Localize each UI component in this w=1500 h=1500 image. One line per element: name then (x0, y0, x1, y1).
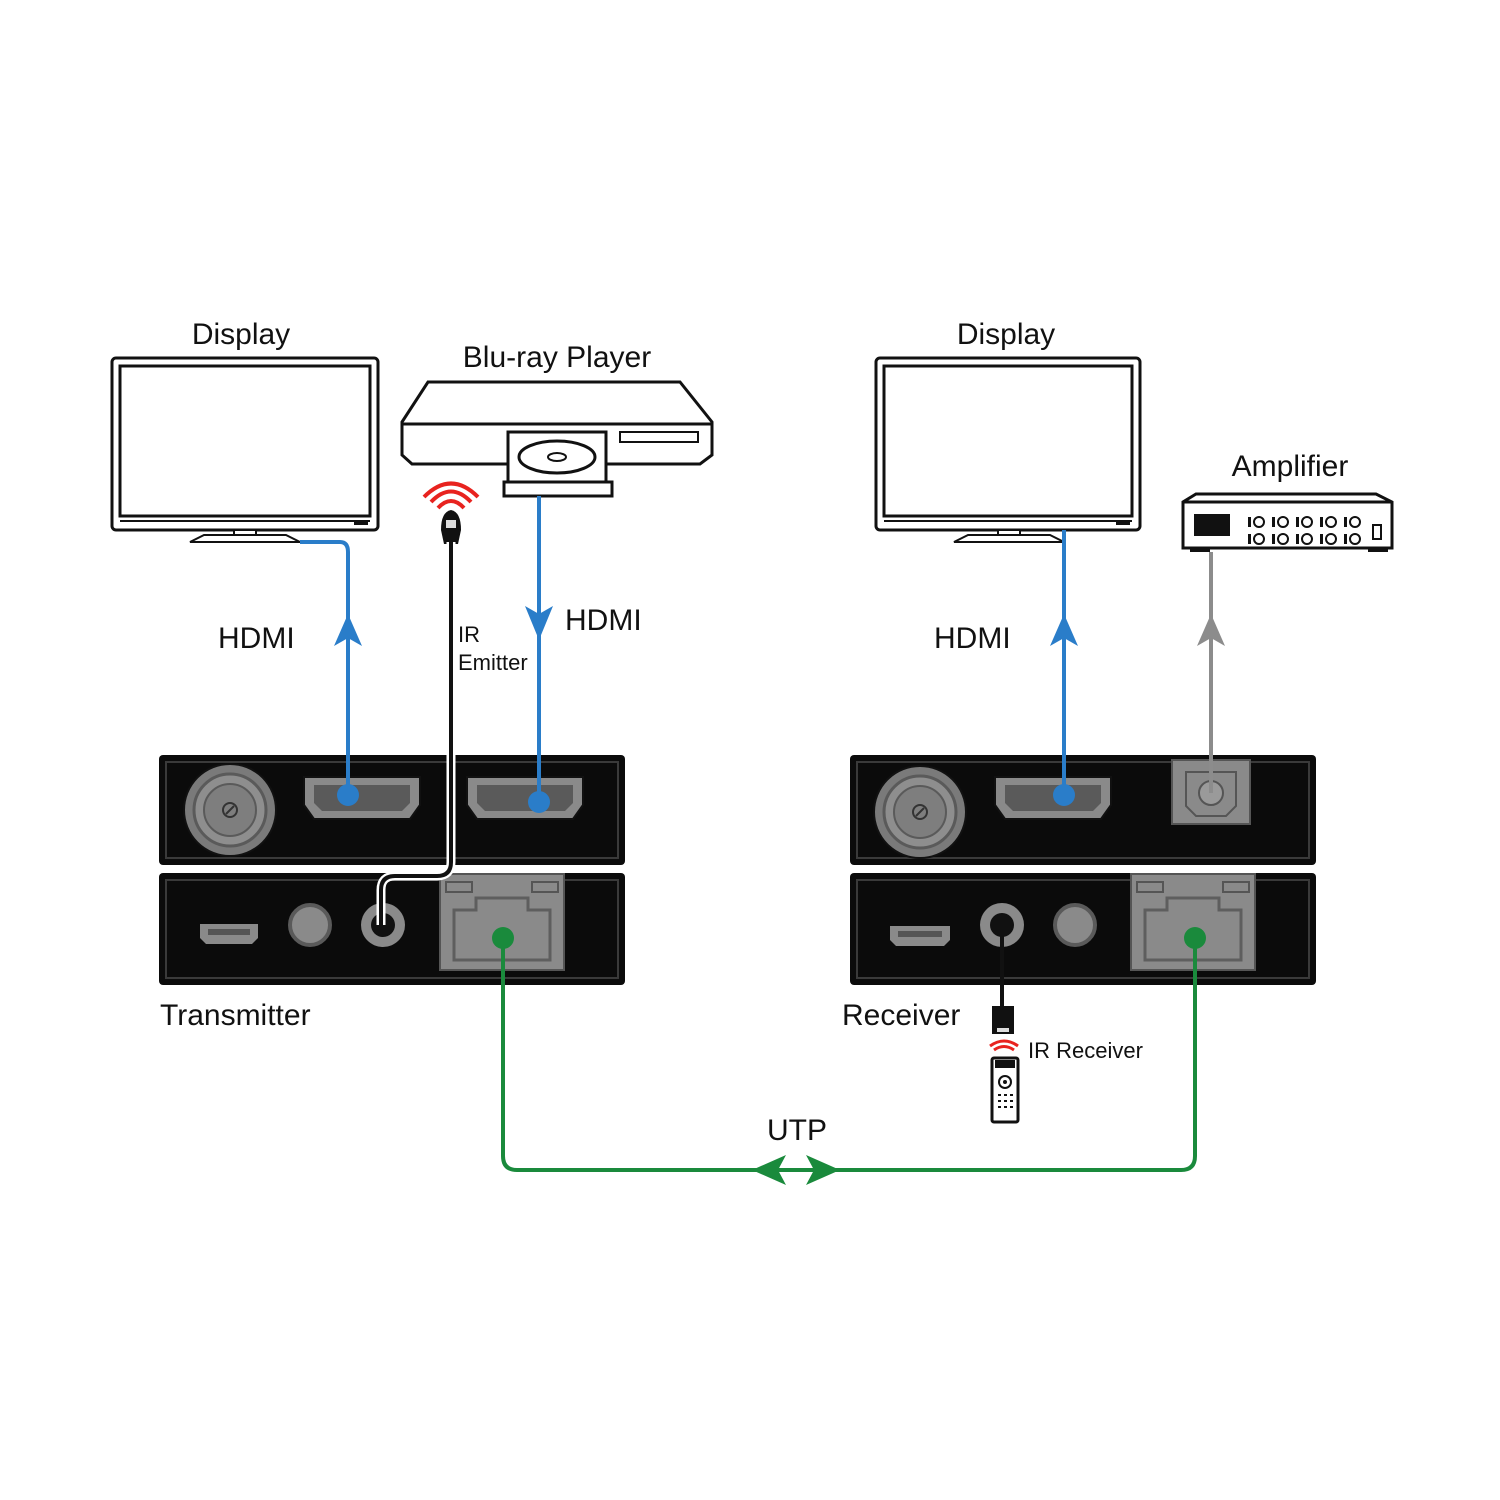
remote-control-icon (990, 1056, 1020, 1124)
utp-arrow-left (752, 1155, 786, 1185)
amplifier-knob-marker (1320, 517, 1323, 527)
receiver-label: Receiver (842, 999, 960, 1032)
transmitter-unit (159, 755, 625, 985)
amplifier-knob-marker (1272, 517, 1275, 527)
bluray-player-icon (400, 380, 714, 498)
amplifier-knob (1349, 516, 1361, 528)
ir-receiver-icon (989, 1006, 1019, 1052)
amplifier-knob (1301, 533, 1313, 545)
transmitter-micro-usb-port (200, 924, 258, 944)
hdmi-bluray-arrow (525, 606, 553, 640)
transmitter-hdmi-out-port (303, 776, 421, 820)
amplifier-knob-marker (1296, 534, 1299, 544)
amplifier-icon (1181, 492, 1394, 552)
amplifier-knob-marker (1248, 534, 1251, 544)
transmitter-label: Transmitter (160, 999, 311, 1032)
display-left-label: Display (192, 318, 290, 351)
receiver-audio-jack (1053, 903, 1097, 947)
hdmi-right-label: HDMI (934, 622, 1011, 655)
amplifier-knob-marker (1272, 534, 1275, 544)
hdmi-left-label: HDMI (218, 622, 295, 655)
amplifier-knob-marker (1344, 517, 1347, 527)
utp-cable (501, 938, 1197, 1172)
receiver-micro-usb-port (890, 926, 950, 946)
ir-emitter-icon (422, 481, 480, 544)
receiver-unit (850, 755, 1316, 985)
utp-arrow-right (806, 1155, 840, 1185)
amplifier-label: Amplifier (1232, 450, 1349, 483)
transmitter-audio-jack (288, 903, 332, 947)
bluray-player-label: Blu-ray Player (463, 341, 651, 374)
utp-rx-plug-dot (1184, 927, 1206, 949)
amplifier-knob-marker (1320, 534, 1323, 544)
ir-receiver-label: IR Receiver (1028, 1038, 1143, 1063)
amplifier-knob-marker (1248, 517, 1251, 527)
amplifier-knob (1325, 516, 1337, 528)
amplifier-knob (1301, 516, 1313, 528)
hdmi-bluray-plug-dot (528, 791, 550, 813)
hdmi-right-plug-dot (1053, 784, 1075, 806)
display-left-icon (110, 356, 380, 543)
hdmi-cable-left (300, 540, 350, 795)
amplifier-knob (1277, 516, 1289, 528)
amplifier-knob (1253, 533, 1265, 545)
amplifier-knob-marker (1296, 517, 1299, 527)
amplifier-knob (1277, 533, 1289, 545)
receiver-bnc-port (872, 764, 968, 860)
hdmi-left-plug-dot (337, 784, 359, 806)
amplifier-knob-marker (1344, 534, 1347, 544)
display-right-label: Display (957, 318, 1055, 351)
display-right-icon (874, 356, 1142, 543)
amplifier-knob (1349, 533, 1361, 545)
receiver-hdmi-out-port (994, 776, 1112, 820)
hdmi-right-arrow (1050, 614, 1078, 646)
amplifier-knob (1253, 516, 1265, 528)
utp-tx-plug-dot (492, 927, 514, 949)
transmitter-hdmi-in-port (466, 776, 584, 820)
utp-label: UTP (767, 1114, 827, 1147)
hdmi-bluray-label: HDMI (565, 604, 642, 637)
transmitter-bnc-port (182, 762, 278, 858)
hdmi-left-arrow (334, 614, 362, 646)
amplifier-knob (1325, 533, 1337, 545)
audio-arrow (1197, 614, 1225, 646)
ir-emitter-label-line2: Emitter (458, 650, 528, 675)
ir-emitter-cable (376, 542, 456, 925)
ir-emitter-label-line1: IR (458, 622, 480, 647)
